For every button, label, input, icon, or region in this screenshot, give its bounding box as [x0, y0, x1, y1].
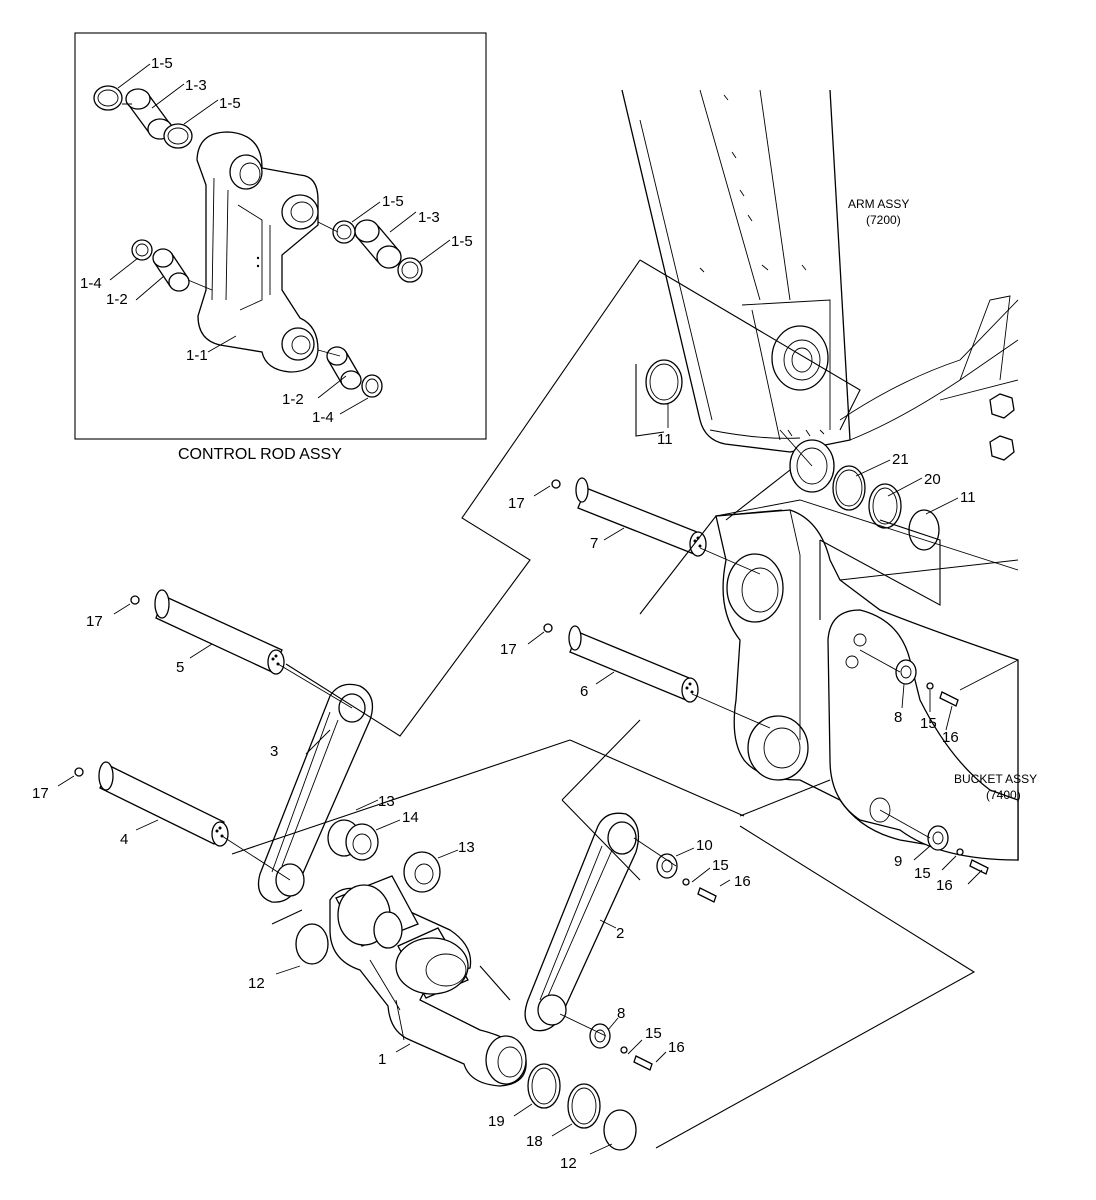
plate-8-right	[895, 659, 917, 685]
spacer-14	[345, 823, 379, 861]
callout-17-c: 17	[500, 641, 517, 658]
bucket-bracket	[715, 499, 1019, 861]
pin-7	[551, 477, 707, 557]
callout-14: 14	[402, 809, 419, 826]
ring-20	[868, 483, 902, 529]
callout-9: 9	[894, 853, 902, 870]
inset-label-2: 1-3	[185, 77, 207, 94]
shim-21	[832, 465, 866, 511]
callout-15-right: 15	[920, 715, 937, 732]
inset-label-4: 1-5	[382, 193, 404, 210]
inset-label-1: 1-5	[151, 55, 173, 72]
callout-17-a: 17	[508, 495, 525, 512]
callout-6: 6	[580, 683, 588, 700]
callout-17-b: 17	[86, 613, 103, 630]
callout-16-right: 16	[942, 729, 959, 746]
snap-ring-12-upper	[295, 923, 329, 965]
snap-ring-12-lower	[603, 1109, 637, 1151]
snap-ring-11-right	[908, 509, 940, 551]
pin-6	[543, 623, 699, 703]
snap-ring-11-top	[645, 359, 683, 405]
ring-1-4-left	[131, 239, 153, 261]
inset-label-9: 1-1	[186, 347, 208, 364]
callout-15-lower: 15	[645, 1025, 662, 1042]
callout-16-lower-right: 16	[936, 877, 953, 894]
link-3	[257, 683, 374, 903]
ring-1-4-lower	[361, 374, 383, 398]
callout-2: 2	[616, 925, 624, 942]
boundary-center	[231, 719, 831, 881]
boundary-upper	[285, 259, 861, 737]
inset-frame	[74, 32, 487, 440]
callout-13-a: 13	[378, 793, 395, 810]
plate-10	[656, 853, 678, 879]
pin-4	[74, 761, 229, 847]
callout-16-lower: 16	[668, 1039, 685, 1056]
boundary-lower-left	[271, 909, 511, 1001]
callout-7: 7	[590, 535, 598, 552]
callout-11-top: 11	[657, 431, 673, 448]
ring-18	[567, 1083, 601, 1129]
inset-label-6: 1-5	[451, 233, 473, 250]
inset-label-7: 1-4	[80, 275, 102, 292]
inset-label-11: 1-4	[312, 409, 334, 426]
callout-19: 19	[488, 1113, 505, 1130]
boundary-arm-bracket	[635, 364, 791, 521]
callout-16-center: 16	[734, 873, 751, 890]
callout-8-right: 8	[894, 709, 902, 726]
inset-label-5: 1-3	[418, 209, 440, 226]
callout-3: 3	[270, 743, 278, 760]
inset-title: CONTROL ROD ASSY	[178, 446, 342, 463]
ring-19	[527, 1063, 561, 1109]
callout-13-b: 13	[458, 839, 475, 856]
inset-label-8: 1-2	[106, 291, 128, 308]
callout-15-lower-right: 15	[914, 865, 931, 882]
inset-label-10: 1-2	[282, 391, 304, 408]
link-1	[329, 875, 527, 1087]
callout-18: 18	[526, 1133, 543, 1150]
callout-17-d: 17	[32, 785, 49, 802]
callout-leaders	[57, 404, 983, 1155]
pin-centerlines	[221, 429, 931, 1037]
control-rod-body	[196, 131, 319, 373]
callout-12-lower: 12	[560, 1155, 577, 1172]
bushing-1-2-lower	[326, 346, 362, 390]
callout-4: 4	[120, 831, 128, 848]
callout-1: 1	[378, 1051, 386, 1068]
plate-8-lower	[589, 1023, 611, 1049]
plate-9	[927, 825, 949, 851]
bushing-1-3-right	[354, 219, 402, 269]
inset-label-3: 1-5	[219, 95, 241, 112]
control-rod-inset: 1-5 1-3 1-5 1-5 1-3 1-5 1-4 1-2 1-1 1-2 …	[74, 32, 487, 440]
arm-assy-label: ARM ASSY	[848, 197, 909, 211]
ring-1-5-right2	[397, 257, 423, 283]
callout-10: 10	[696, 837, 713, 854]
boundary-lower	[655, 519, 976, 1149]
callout-5: 5	[176, 659, 184, 676]
link-2	[524, 812, 640, 1032]
arm-assy-number: (7200)	[866, 213, 901, 227]
arm-assembly	[621, 89, 1019, 461]
callout-15-center: 15	[712, 857, 729, 874]
callout-8-lower: 8	[617, 1005, 625, 1022]
bushing-1-2-left	[152, 248, 190, 292]
callout-20: 20	[924, 471, 941, 488]
callout-21: 21	[892, 451, 909, 468]
pin-5	[130, 589, 285, 675]
ring-1-5-right	[332, 220, 356, 244]
callout-12-upper: 12	[248, 975, 265, 992]
bucket-assy-number: (7400)	[986, 788, 1021, 802]
spacer-13-b	[403, 851, 441, 893]
bucket-assy-label: BUCKET ASSY	[954, 772, 1037, 786]
callout-11-right: 11	[960, 489, 976, 506]
